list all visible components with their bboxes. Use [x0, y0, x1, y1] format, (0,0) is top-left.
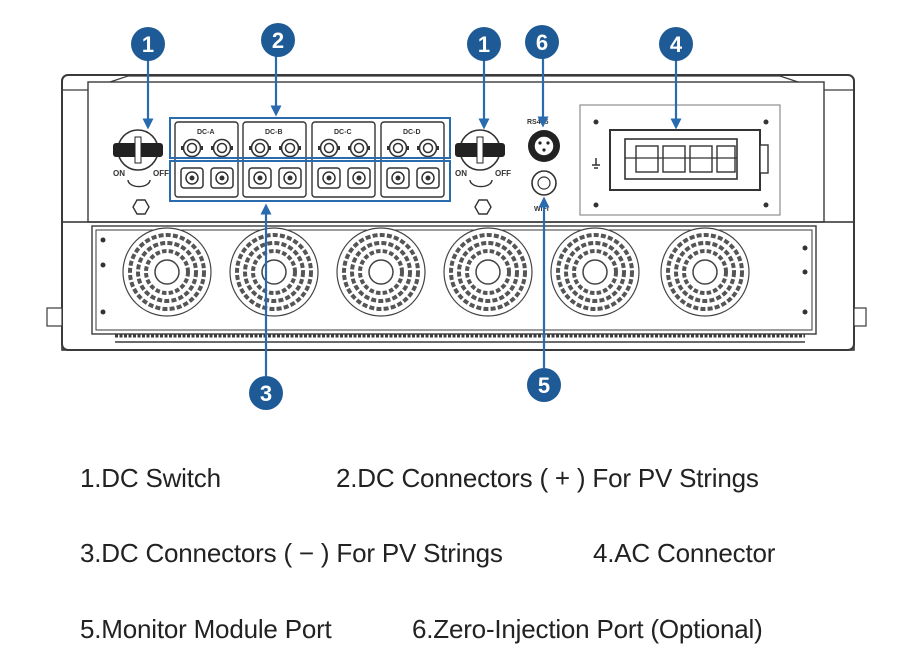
callout-badge-5: 5 — [527, 368, 561, 402]
switch-on-label: ON — [113, 169, 125, 178]
dc-switch-right: ON OFF — [455, 129, 511, 215]
svg-text:1: 1 — [142, 32, 154, 57]
fan-icon — [335, 226, 427, 318]
wifi-port: WiFi — [531, 170, 557, 213]
ac-terminal-block — [592, 119, 769, 208]
svg-text:4: 4 — [670, 32, 683, 57]
inverter-diagram: ON OFF ON OFF DC-A DC-B DC-C DC-D — [46, 23, 867, 410]
callout-badge-3: 3 — [249, 376, 283, 410]
dc-a-label: DC-A — [197, 129, 215, 136]
dc-connector-panel: DC-A DC-B DC-C DC-D — [169, 117, 451, 202]
legend-item-dc-connectors-negative: 3.DC Connectors ( − ) For PV Strings — [80, 538, 503, 568]
svg-text:3: 3 — [260, 381, 272, 406]
legend-item-zero-injection-port: 6.Zero-Injection Port (Optional) — [412, 614, 763, 644]
switch-off-label: OFF — [495, 169, 511, 178]
fan-icon — [228, 226, 320, 318]
callout-badge-2: 2 — [261, 23, 295, 57]
svg-text:6: 6 — [536, 30, 548, 55]
fan-icon — [121, 226, 213, 318]
dc-c-label: DC-C — [334, 129, 352, 136]
wifi-label: WiFi — [534, 206, 549, 213]
svg-text:2: 2 — [272, 28, 284, 53]
dc-switch-left: ON OFF — [113, 129, 169, 215]
legend-item-ac-connector: 4.AC Connector — [593, 538, 776, 568]
dc-negative-highlight — [169, 160, 451, 202]
svg-text:5: 5 — [538, 373, 550, 398]
fan-icon — [549, 226, 641, 318]
callout-badge-6: 6 — [525, 25, 559, 59]
legend-item-monitor-port: 5.Monitor Module Port — [80, 614, 332, 644]
switch-on-label: ON — [455, 169, 467, 178]
callout-badge-4: 4 — [659, 27, 693, 61]
fan-icon — [442, 226, 534, 318]
fan-icon — [659, 226, 751, 318]
rs485-label: RS485 — [527, 119, 549, 126]
dc-d-label: DC-D — [403, 129, 421, 136]
callout-arrows — [142, 56, 682, 376]
svg-text:1: 1 — [478, 32, 490, 57]
dc-b-label: DC-B — [265, 129, 283, 136]
callout-badge-1-right: 1 — [467, 27, 501, 61]
legend-item-dc-connectors-positive: 2.DC Connectors ( + ) For PV Strings — [336, 463, 759, 493]
legend-item-dc-switch: 1.DC Switch — [80, 463, 221, 493]
switch-off-label: OFF — [153, 169, 169, 178]
dc-positive-highlight — [169, 117, 451, 159]
callout-badge-1-left: 1 — [131, 27, 165, 61]
